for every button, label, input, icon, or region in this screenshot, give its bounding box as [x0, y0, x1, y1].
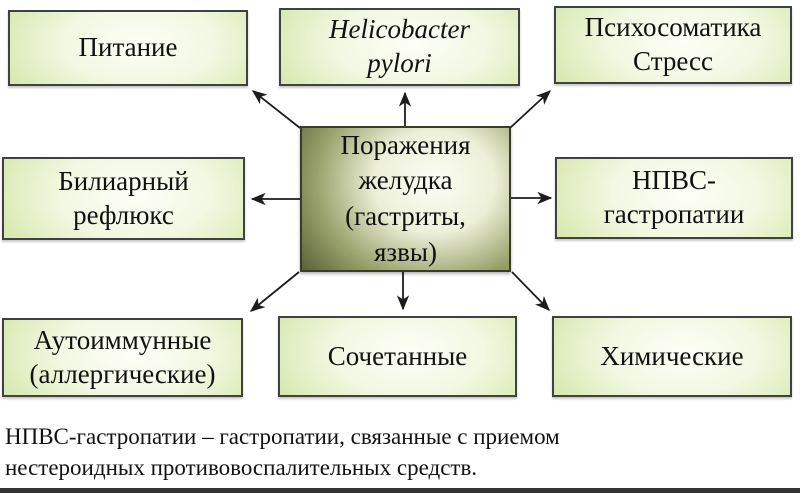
node-psychosomatics-stress: Психосоматика Стресс [554, 6, 792, 84]
node-chemical-label: Химические [600, 340, 744, 371]
bottom-divider-bar [0, 488, 800, 493]
node-helicobacter-pylori: Helicobacter pylori [279, 8, 520, 86]
node-center-label: Поражения желудка (гастриты, язвы) [340, 129, 471, 267]
node-psychosomatics-stress-label: Психосоматика Стресс [584, 12, 762, 76]
node-nutrition-label: Питание [78, 32, 178, 63]
node-center-gastric-lesions: Поражения желудка (гастриты, язвы) [300, 126, 511, 272]
node-autoimmune-allergic: Аутоиммунные (аллергические) [2, 318, 243, 397]
node-combined-label: Сочетанные [327, 340, 468, 371]
node-nsaid-gastropathy-label: НПВС- гастропатии [603, 165, 745, 229]
arrow-to-autoimmune [249, 271, 300, 312]
node-chemical: Химические [552, 316, 792, 397]
node-nsaid-gastropathy: НПВС- гастропатии [555, 157, 793, 239]
node-nutrition: Питание [8, 10, 248, 86]
node-biliary-reflux-label: Билиарный рефлюкс [58, 165, 189, 230]
node-helicobacter-pylori-label: Helicobacter pylori [329, 14, 470, 78]
arrow-to-nutrition [251, 90, 301, 129]
footnote-nsaid-definition: НПВС-гастропатии – гастропатии, связанны… [5, 424, 560, 480]
arrow-to-psycho [509, 90, 552, 129]
node-biliary-reflux: Билиарный рефлюкс [2, 157, 245, 240]
node-autoimmune-allergic-label: Аутоиммунные (аллергические) [29, 324, 216, 389]
node-combined: Сочетанные [278, 316, 517, 397]
arrow-to-chemical [511, 271, 550, 311]
